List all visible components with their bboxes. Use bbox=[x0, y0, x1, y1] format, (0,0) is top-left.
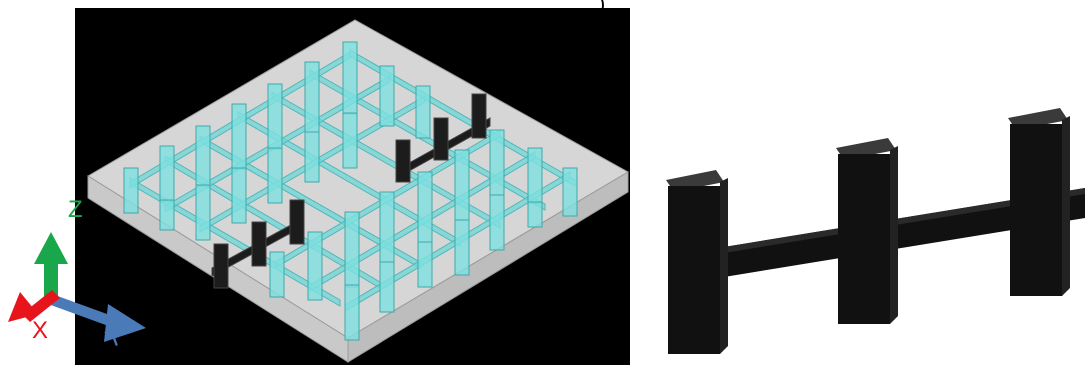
x-axis-arrow bbox=[8, 290, 60, 322]
connector-post-left bbox=[666, 170, 728, 354]
connector-post-right bbox=[1008, 108, 1070, 296]
cyan-posts bbox=[123, 41, 578, 341]
dark-connector-lower bbox=[211, 199, 305, 289]
y-axis-arrow bbox=[48, 294, 146, 342]
z-axis-label: Z bbox=[68, 196, 83, 223]
cyan-post bbox=[269, 129, 578, 341]
cyan-post bbox=[123, 41, 431, 241]
connector-beam bbox=[718, 188, 1085, 278]
panel-b-connector bbox=[666, 108, 1085, 354]
axes-triad: Z X Y bbox=[8, 196, 146, 354]
panel-a-label: ) bbox=[598, 0, 606, 16]
dark-connector-upper bbox=[395, 93, 491, 183]
z-axis-arrow bbox=[34, 232, 68, 302]
connector-post-middle bbox=[836, 138, 898, 324]
x-axis-label: X bbox=[32, 317, 48, 344]
panel-b-label: b) bbox=[609, 330, 629, 355]
